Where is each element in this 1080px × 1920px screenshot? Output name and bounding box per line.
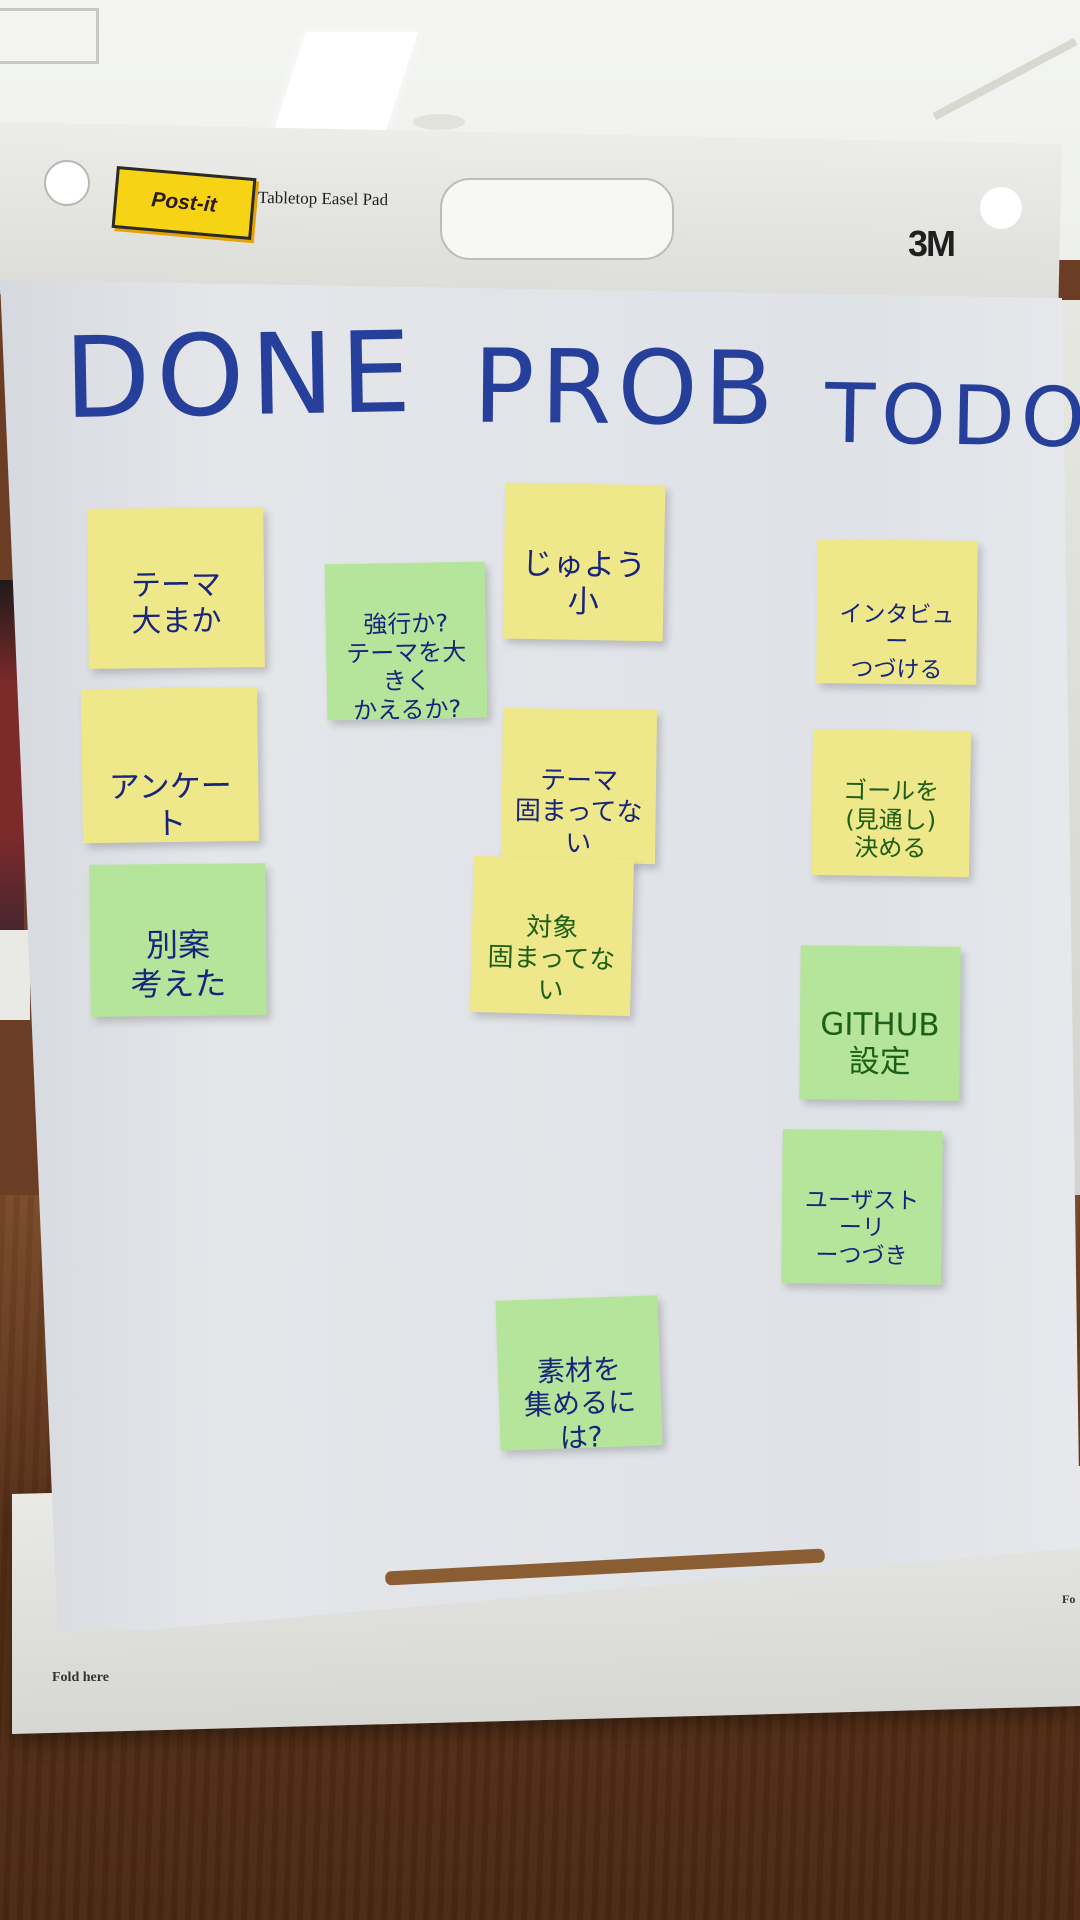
- note-text: 別案 考えた: [130, 926, 227, 1004]
- note-text: GITHUB 設定: [820, 1006, 940, 1081]
- note-todo-github-setup[interactable]: GITHUB 設定: [799, 945, 961, 1101]
- ceiling-light-fixture: [932, 37, 1078, 121]
- post-it-logo: Post-it: [111, 166, 257, 240]
- fold-label-right: Fo: [1062, 1592, 1076, 1606]
- note-done-alternate-plan[interactable]: 別案 考えた: [89, 863, 267, 1017]
- note-prob-theme-unclear[interactable]: テーマ 固まってない: [500, 707, 658, 865]
- side-object: [0, 930, 30, 1020]
- note-text: ゴールを (見通し) 決める: [842, 776, 940, 863]
- column-done-title: DONE: [62, 307, 419, 445]
- maker-logo: 3M: [908, 223, 956, 264]
- ceiling-light: [274, 32, 418, 130]
- product-name: Tabletop Easel Pad: [257, 187, 389, 210]
- note-text: アンケート: [108, 768, 232, 843]
- note-done-survey[interactable]: アンケート: [80, 686, 260, 844]
- note-prob-demand[interactable]: じゅよう 小: [502, 482, 666, 642]
- smoke-detector: [413, 114, 465, 130]
- ceiling-panel: [0, 8, 99, 64]
- column-todo-title: TODO: [824, 366, 1080, 467]
- note-text: テーマ 固まってない: [514, 765, 643, 859]
- note-text: じゅよう 小: [521, 546, 647, 621]
- right-hole: [980, 187, 1022, 229]
- note-prob-target-unclear[interactable]: 対象 固まってない: [469, 855, 635, 1017]
- note-prob-collect-materials[interactable]: 素材を 集めるには?: [495, 1295, 663, 1454]
- fold-label: Fold here: [52, 1670, 109, 1685]
- note-text: 素材を 集めるには?: [523, 1352, 637, 1455]
- note-force-or-change-theme[interactable]: 強行か? テーマを大きく かえるか?: [324, 561, 488, 725]
- note-text: 強行か? テーマを大きく かえるか?: [345, 609, 467, 726]
- note-text: 対象 固まってない: [487, 912, 616, 1006]
- note-todo-continue-interviews[interactable]: インタビュー つづける: [816, 539, 978, 685]
- note-todo-set-goal[interactable]: ゴールを (見通し) 決める: [810, 728, 972, 878]
- note-done-theme[interactable]: テーマ 大まか: [87, 507, 265, 669]
- note-text: テーマ 大まか: [130, 567, 222, 640]
- note-text: インタビュー つづける: [839, 600, 955, 684]
- column-prob-title: PROB: [472, 327, 781, 450]
- carry-handle: [440, 178, 674, 260]
- left-hole: [44, 160, 90, 206]
- note-text: ユーザストーリ ーつづき: [804, 1186, 920, 1270]
- note-todo-user-stories[interactable]: ユーザストーリ ーつづき: [781, 1129, 943, 1285]
